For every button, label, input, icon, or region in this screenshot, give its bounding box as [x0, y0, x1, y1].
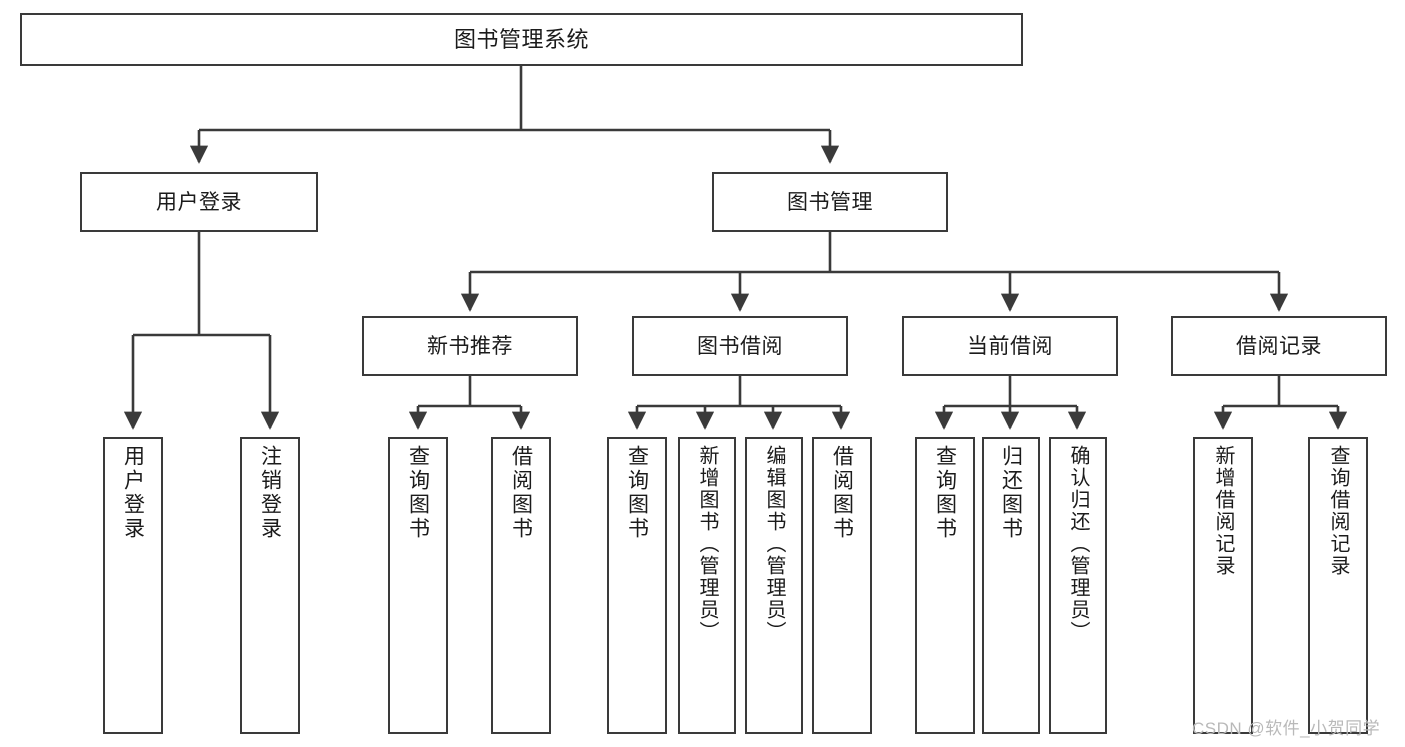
leaf-return-book-label: 归还图书: [999, 445, 1023, 541]
node-borrow-record-label: 借阅记录: [1236, 334, 1322, 358]
leaf-user-login[interactable]: 用户登录: [103, 437, 163, 734]
leaf-edit-book-admin-label: 编辑图书（管理员）: [763, 445, 785, 643]
leaf-borrow-query-book[interactable]: 查询图书: [607, 437, 667, 734]
node-current-borrow-label: 当前借阅: [967, 334, 1053, 358]
node-borrow-record[interactable]: 借阅记录: [1171, 316, 1387, 376]
leaf-confirm-return-admin-label: 确认归还（管理员）: [1067, 445, 1089, 643]
leaf-query-borrow-record-label: 查询借阅记录: [1327, 445, 1349, 577]
node-user-login-label: 用户登录: [156, 190, 242, 214]
node-new-book-recommend-label: 新书推荐: [427, 334, 513, 358]
leaf-newbook-borrow-book-label: 借阅图书: [509, 445, 533, 541]
leaf-user-login-label: 用户登录: [121, 445, 145, 541]
leaf-borrow-query-book-label: 查询图书: [625, 445, 649, 541]
leaf-return-book[interactable]: 归还图书: [982, 437, 1040, 734]
leaf-newbook-query-book[interactable]: 查询图书: [388, 437, 448, 734]
leaf-logout-label: 注销登录: [258, 445, 282, 541]
node-root[interactable]: 图书管理系统: [20, 13, 1023, 66]
watermark: CSDN @软件_小贺同学: [1192, 719, 1381, 738]
node-book-management[interactable]: 图书管理: [712, 172, 948, 232]
leaf-add-book-admin-label: 新增图书（管理员）: [696, 445, 718, 643]
leaf-add-borrow-record[interactable]: 新增借阅记录: [1193, 437, 1253, 734]
node-book-borrow[interactable]: 图书借阅: [632, 316, 848, 376]
leaf-newbook-query-book-label: 查询图书: [406, 445, 430, 541]
leaf-current-query-book-label: 查询图书: [933, 445, 957, 541]
leaf-logout[interactable]: 注销登录: [240, 437, 300, 734]
leaf-confirm-return-admin[interactable]: 确认归还（管理员）: [1049, 437, 1107, 734]
leaf-query-borrow-record[interactable]: 查询借阅记录: [1308, 437, 1368, 734]
leaf-edit-book-admin[interactable]: 编辑图书（管理员）: [745, 437, 803, 734]
node-new-book-recommend[interactable]: 新书推荐: [362, 316, 578, 376]
leaf-add-book-admin[interactable]: 新增图书（管理员）: [678, 437, 736, 734]
node-user-login[interactable]: 用户登录: [80, 172, 318, 232]
leaf-borrow-book-label: 借阅图书: [830, 445, 854, 541]
node-root-label: 图书管理系统: [453, 26, 589, 52]
leaf-newbook-borrow-book[interactable]: 借阅图书: [491, 437, 551, 734]
node-book-borrow-label: 图书借阅: [697, 334, 783, 358]
leaf-add-borrow-record-label: 新增借阅记录: [1212, 445, 1234, 577]
leaf-current-query-book[interactable]: 查询图书: [915, 437, 975, 734]
node-current-borrow[interactable]: 当前借阅: [902, 316, 1118, 376]
node-book-management-label: 图书管理: [787, 190, 873, 214]
leaf-borrow-book[interactable]: 借阅图书: [812, 437, 872, 734]
